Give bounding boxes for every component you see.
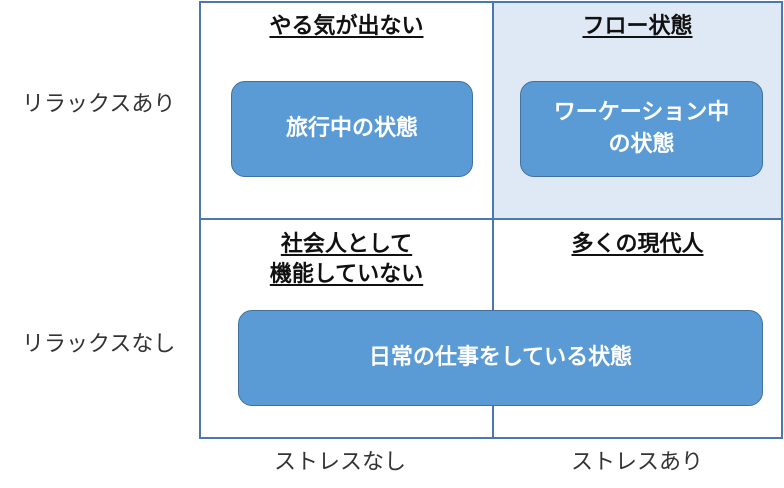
quadrant-title-modern-people: 多くの現代人	[571, 232, 704, 257]
quadrant-title-not-functioning-line1: 社会人として	[280, 232, 413, 257]
row-label-relax-no: リラックスなし	[22, 332, 176, 357]
grid-border-right	[781, 1, 783, 439]
grid-border-left	[199, 1, 201, 439]
grid-border-bottom	[200, 437, 783, 439]
quadrant-title-no-motivation: やる気が出ない	[269, 14, 424, 39]
quadrant-title-flow-state: フロー状態	[582, 14, 693, 39]
pill-workcation-line2: の状態	[608, 132, 675, 157]
quadrant-title-not-functioning: 社会人として 機能していない	[200, 230, 493, 290]
grid-divider-vertical	[492, 1, 494, 439]
row-label-relax-yes: リラックスあり	[22, 92, 176, 117]
pill-daily-work: 日常の仕事をしている状態	[238, 310, 763, 406]
pill-traveling: 旅行中の状態	[231, 81, 473, 177]
grid-border-top	[200, 1, 783, 3]
column-label-stress-no: ストレスなし	[273, 450, 406, 475]
pill-workcation: ワーケーション中 の状態	[520, 81, 763, 177]
column-label-stress-yes: ストレスあり	[570, 450, 703, 475]
grid-divider-horizontal	[200, 218, 783, 220]
pill-workcation-line1: ワーケーション中	[553, 100, 730, 125]
quadrant-title-not-functioning-line2: 機能していない	[269, 262, 424, 287]
